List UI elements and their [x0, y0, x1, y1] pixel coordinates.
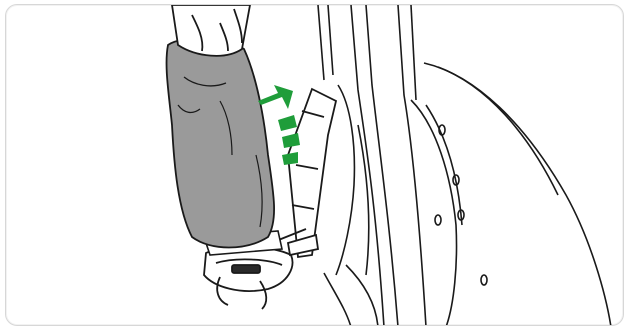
leg [172, 5, 250, 56]
bolt [481, 275, 487, 285]
arrow-head [258, 85, 293, 109]
pedal-illustration [6, 5, 624, 326]
shoe [167, 39, 275, 248]
bike-frame [318, 5, 426, 326]
illustration-frame [5, 4, 624, 326]
rear-wheel [411, 63, 611, 326]
bolt [435, 215, 441, 225]
crank-arm [288, 89, 336, 257]
